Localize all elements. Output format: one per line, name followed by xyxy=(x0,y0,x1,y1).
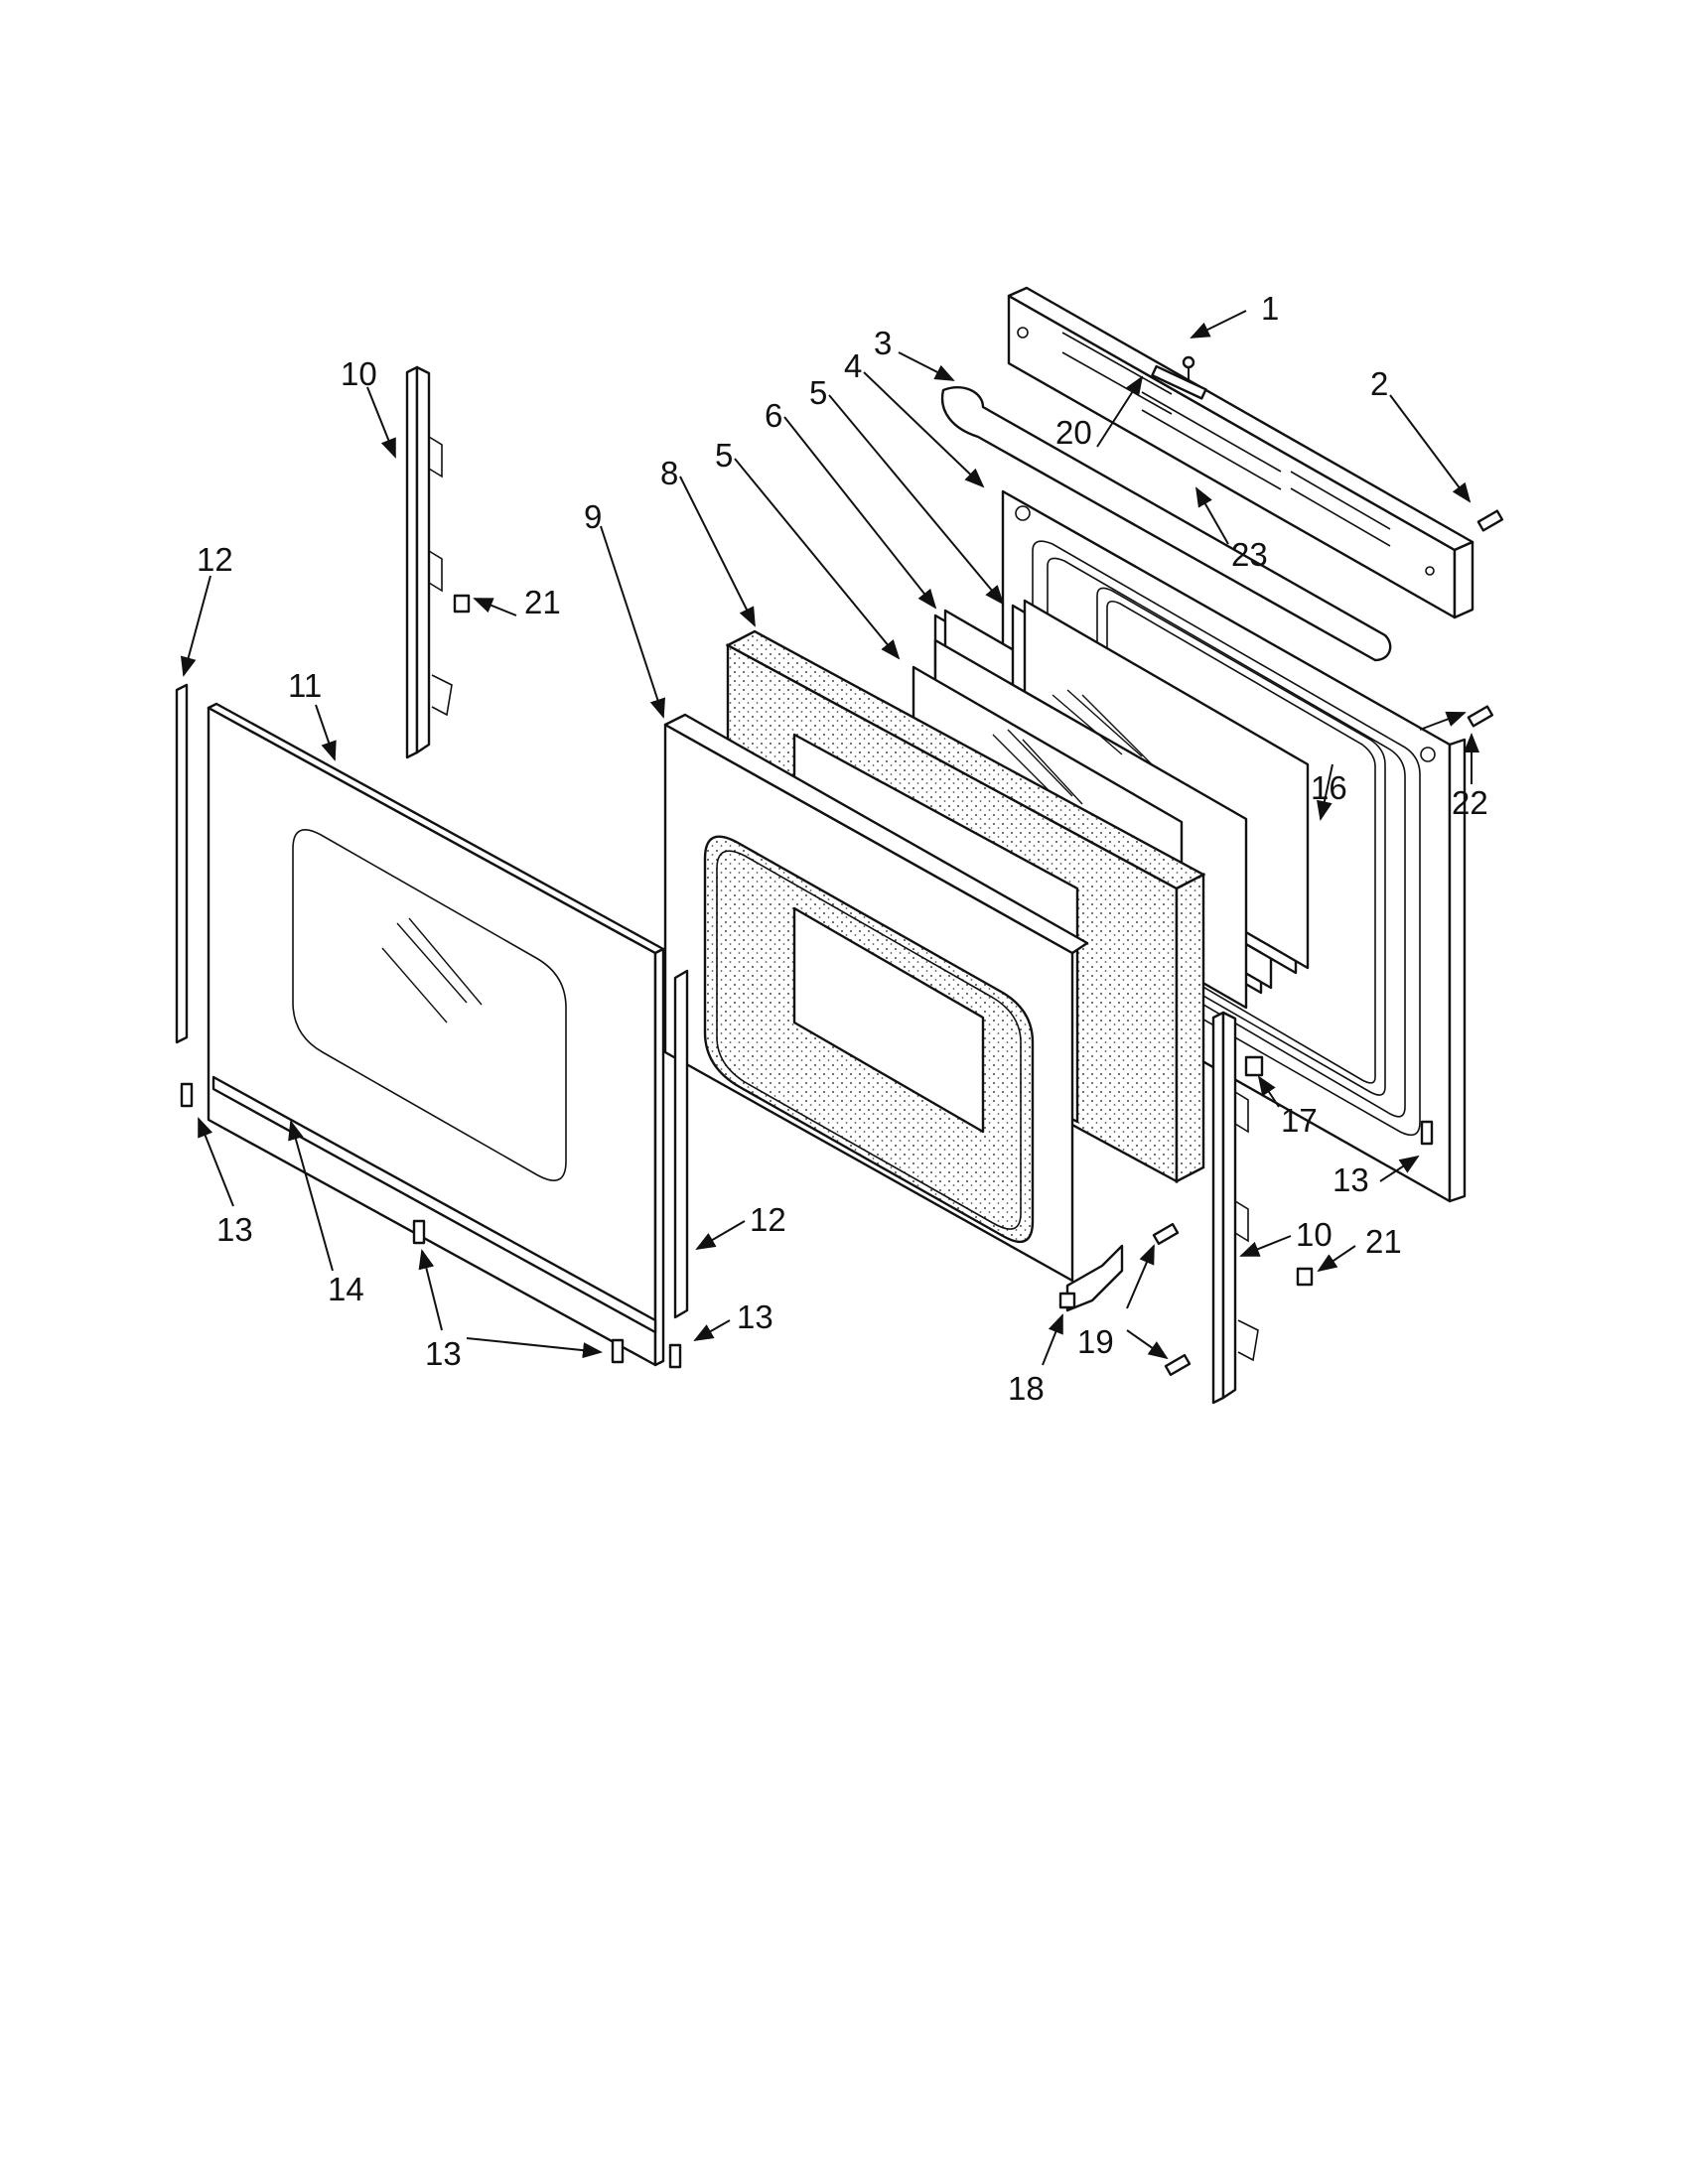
callout-13-bottom: 13 xyxy=(425,1335,462,1372)
part-13-screw-right xyxy=(1420,1120,1434,1146)
callout-4: 4 xyxy=(844,347,862,384)
part-13-screw-bottom-b xyxy=(611,1338,625,1364)
callout-19: 19 xyxy=(1077,1323,1114,1360)
callout-labels: 1 2 3 4 5 5 6 8 9 10 10 11 12 12 13 13 1… xyxy=(197,290,1488,1407)
callout-10-right: 10 xyxy=(1296,1216,1333,1253)
callout-8: 8 xyxy=(660,455,678,491)
callout-16: 16 xyxy=(1311,769,1347,806)
callout-5-lower: 5 xyxy=(715,437,733,474)
part-19-screw-lower xyxy=(1164,1353,1192,1377)
part-10-hinge-left xyxy=(405,365,453,759)
callout-22: 22 xyxy=(1452,784,1488,821)
callout-12-right: 12 xyxy=(750,1201,786,1238)
part-13-screw-bottom-a xyxy=(412,1219,426,1245)
callout-14: 14 xyxy=(328,1271,364,1307)
part-19-screw-upper xyxy=(1152,1222,1180,1246)
callout-13-right-bottom: 13 xyxy=(737,1298,773,1335)
part-14-bottom-trim xyxy=(211,1075,657,1334)
callout-3: 3 xyxy=(874,325,892,361)
callout-21-right: 21 xyxy=(1365,1223,1402,1260)
callout-10-left: 10 xyxy=(341,355,377,392)
part-22-screw xyxy=(1467,705,1494,728)
part-18-bracket xyxy=(1058,1244,1124,1312)
part-1-trim-bar xyxy=(1007,286,1474,619)
callout-2: 2 xyxy=(1370,365,1388,402)
callout-23: 23 xyxy=(1231,536,1268,573)
callout-17: 17 xyxy=(1281,1102,1318,1139)
callout-20: 20 xyxy=(1055,414,1092,451)
part-3-handle xyxy=(940,385,1392,662)
part-21-clip-right xyxy=(1296,1267,1314,1287)
part-17-clip xyxy=(1244,1055,1264,1077)
part-20-clip xyxy=(1151,364,1207,400)
leader-lines xyxy=(180,310,1479,1366)
part-13-screw-right-bottom xyxy=(668,1343,682,1369)
callout-6: 6 xyxy=(765,397,782,434)
part-9-inner-liner xyxy=(663,713,1089,1283)
callout-1: 1 xyxy=(1261,290,1279,327)
part-21-clip-left xyxy=(453,594,471,614)
callout-11: 11 xyxy=(288,667,322,704)
part-12-side-trim-left xyxy=(175,683,189,1044)
part-2-screw xyxy=(1476,509,1504,532)
part-10-hinge-right xyxy=(1211,1011,1259,1405)
callout-13-right: 13 xyxy=(1333,1161,1369,1198)
part-11-outer-glass-door xyxy=(207,702,665,1367)
part-13-screw-left xyxy=(180,1082,194,1108)
callout-21-left: 21 xyxy=(524,584,561,620)
callout-13-left: 13 xyxy=(216,1211,253,1248)
callout-9: 9 xyxy=(584,498,602,535)
callout-18: 18 xyxy=(1008,1370,1045,1407)
callout-5-upper: 5 xyxy=(809,374,827,411)
callout-12-left: 12 xyxy=(197,541,233,578)
part-12-side-trim-right xyxy=(673,969,689,1319)
